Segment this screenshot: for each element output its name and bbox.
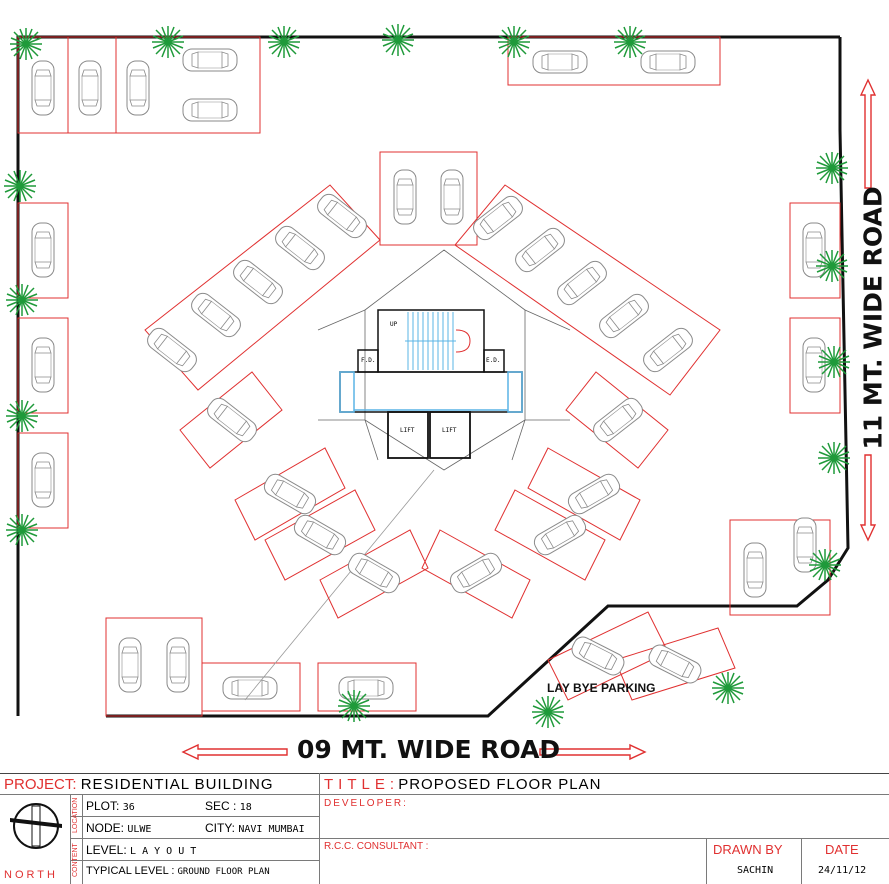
city-label: CITY: xyxy=(205,821,236,835)
stair-up-label: UP xyxy=(390,321,398,328)
perimeter-parking xyxy=(17,36,841,717)
level-label: LEVEL: xyxy=(86,843,127,857)
date-label: DATE xyxy=(825,842,859,857)
level-value: L A Y O U T xyxy=(130,846,197,857)
north-arrow-icon xyxy=(10,803,62,849)
central-parking xyxy=(143,151,736,701)
project-value: RESIDENTIAL BUILDING xyxy=(80,776,274,793)
project-colon: : xyxy=(72,776,77,793)
lift-1-label: LIFT xyxy=(400,427,415,434)
content-vertical-label: CONTENT xyxy=(72,843,79,877)
typical-level-value: GROUND FLOOR PLAN xyxy=(177,867,270,877)
project-label: PROJECT xyxy=(4,776,73,793)
bottom-road-label: 09 MT. WIDE ROAD xyxy=(297,735,561,764)
sec-row: SEC : 18 xyxy=(205,800,252,813)
title-block: PROJECT: RESIDENTIAL BUILDING TITLE: PRO… xyxy=(0,773,889,884)
city-row: CITY: NAVI MUMBAI xyxy=(205,822,305,835)
layby-parking-label: LAY BYE PARKING xyxy=(547,681,656,695)
typical-level-row: TYPICAL LEVEL : GROUND FLOOR PLAN xyxy=(86,866,270,877)
ed-label: E.D. xyxy=(486,357,501,364)
node-value: ULWE xyxy=(127,824,152,835)
sec-value: 18 xyxy=(239,802,252,813)
drawn-by-value: SACHIN xyxy=(737,865,774,876)
plot-row: PLOT: 36 xyxy=(86,800,135,813)
project-row: PROJECT: RESIDENTIAL BUILDING xyxy=(4,777,274,792)
fd-label: F.D. xyxy=(361,357,376,364)
site-plan-drawing xyxy=(3,23,877,761)
north-label: NORTH xyxy=(4,869,58,881)
right-road-label: 11 MT. WIDE ROAD xyxy=(858,186,888,450)
title-label: TITLE xyxy=(324,776,390,793)
building-outline xyxy=(244,249,571,701)
drawn-by-label: DRAWN BY xyxy=(713,842,783,857)
title-row: TITLE: PROPOSED FLOOR PLAN xyxy=(324,777,601,792)
road-arrows xyxy=(181,78,877,761)
stair-lift-core xyxy=(339,309,523,459)
title-value: PROPOSED FLOOR PLAN xyxy=(398,776,602,793)
node-label: NODE: xyxy=(86,821,125,835)
site-boundary xyxy=(16,35,850,718)
sec-label: SEC : xyxy=(205,799,237,813)
plot-label: PLOT: xyxy=(86,799,120,813)
typical-level-label: TYPICAL LEVEL : xyxy=(86,865,175,877)
developer-label: DEVELOPER: xyxy=(324,798,408,809)
plot-value: 36 xyxy=(122,802,135,813)
title-colon: : xyxy=(389,776,395,793)
rcc-consultant-label: R.C.C. CONSULTANT : xyxy=(324,841,429,852)
level-row: LEVEL: L A Y O U T xyxy=(86,844,196,857)
node-row: NODE: ULWE xyxy=(86,822,151,835)
trees xyxy=(3,23,851,729)
city-value: NAVI MUMBAI xyxy=(238,824,305,835)
location-vertical-label: LOCATION xyxy=(72,797,79,833)
lift-2-label: LIFT xyxy=(442,427,457,434)
date-value: 24/11/12 xyxy=(818,865,867,876)
